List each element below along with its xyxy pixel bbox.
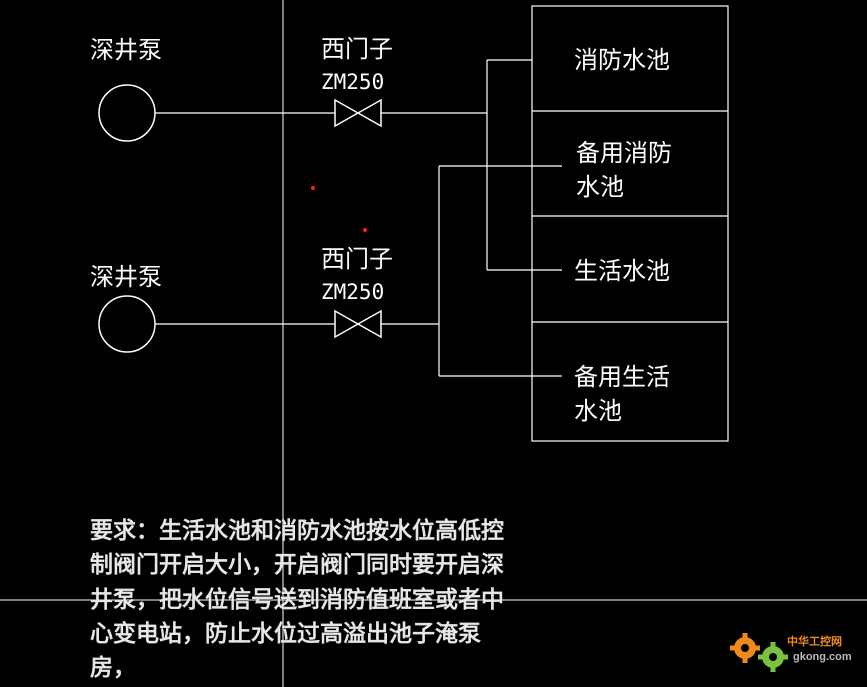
requirement-line-3: 井泵，把水位信号送到消防值班室或者中 xyxy=(90,586,504,613)
tank-backup-fire-pool-line2: 水池 xyxy=(576,173,624,201)
gear-green-icon xyxy=(758,642,788,672)
tank-backup-domestic-pool-line1: 备用生活 xyxy=(574,363,670,391)
pump-2-label: 深井泵 xyxy=(90,263,162,291)
requirement-line-5: 房， xyxy=(90,654,136,681)
valve-1-symbol xyxy=(334,98,382,128)
pipe-lower xyxy=(155,165,562,377)
pump-2[interactable]: 深井泵 xyxy=(90,263,162,353)
pump-1-label: 深井泵 xyxy=(90,36,162,64)
gear-orange-icon xyxy=(730,633,760,663)
valve-2-model: ZM250 xyxy=(321,280,384,304)
tank-backup-fire-pool[interactable]: 备用消防 水池 xyxy=(576,139,672,201)
pump-1-symbol xyxy=(98,84,156,142)
tank-backup-domestic-pool-line2: 水池 xyxy=(574,397,622,425)
requirement-line-4: 心变电站，防止水位过高溢出池子淹泵 xyxy=(90,620,481,647)
tank-backup-domestic-pool[interactable]: 备用生活 水池 xyxy=(574,363,670,425)
tank-domestic-pool[interactable]: 生活水池 xyxy=(574,257,670,285)
marker-dot-2 xyxy=(363,228,367,232)
pump-2-symbol xyxy=(98,295,156,353)
valve-2-symbol xyxy=(334,309,382,339)
valve-1[interactable]: 西门子 ZM250 xyxy=(321,35,393,128)
watermark-domain: gkong.com xyxy=(793,651,852,663)
requirement-line-2: 制阀门开启大小，开启阀门同时要开启深 xyxy=(90,551,504,578)
pipe-upper xyxy=(155,59,562,271)
tank-domestic-pool-label: 生活水池 xyxy=(574,257,670,285)
tank-stack xyxy=(531,5,729,442)
tank-fire-pool-label: 消防水池 xyxy=(574,46,670,74)
marker-dot-1 xyxy=(311,186,315,190)
requirement-note: 要求：生活水池和消防水池按水位高低控 制阀门开启大小，开启阀门同时要开启深 井泵… xyxy=(90,517,504,681)
gkong-watermark: 中华工控网 gkong.com xyxy=(730,633,852,672)
tank-frame xyxy=(531,5,729,442)
valve-2[interactable]: 西门子 ZM250 xyxy=(321,245,393,339)
valve-1-name: 西门子 xyxy=(321,35,393,63)
requirement-line-1: 要求：生活水池和消防水池按水位高低控 xyxy=(90,517,504,544)
valve-1-model: ZM250 xyxy=(321,70,384,94)
tank-backup-fire-pool-line1: 备用消防 xyxy=(576,139,672,167)
tank-fire-pool[interactable]: 消防水池 xyxy=(574,46,670,74)
pump-1[interactable]: 深井泵 xyxy=(90,36,162,142)
valve-2-name: 西门子 xyxy=(321,245,393,273)
watermark-brand: 中华工控网 xyxy=(787,634,842,648)
